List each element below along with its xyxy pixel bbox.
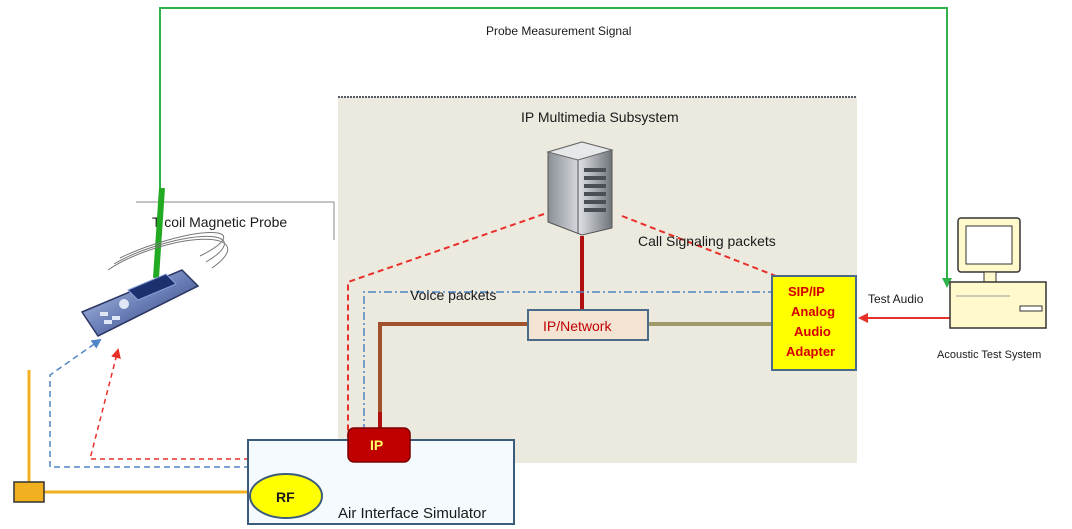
probe-signal-label: Probe Measurement Signal: [486, 24, 631, 38]
adapter-line-1: SIP/IP: [788, 284, 825, 299]
rf-label: RF: [276, 489, 295, 505]
mobile-phone-icon: [80, 231, 229, 337]
adapter-line-4: Adapter: [786, 344, 835, 359]
air-interface-label: Air Interface Simulator: [338, 505, 486, 522]
test-audio-label: Test Audio: [868, 292, 924, 306]
acoustic-label: Acoustic Test System: [937, 349, 1041, 361]
rf-ellipse: [249, 473, 323, 519]
voice-packets-label: Voice packets: [410, 287, 496, 303]
voice-packets-line: [363, 291, 776, 448]
probe-measurement-signal-line: [159, 7, 952, 288]
tcoil-label: T coil Magnetic Probe: [152, 214, 287, 230]
ip-network-label: IP/Network: [543, 318, 612, 334]
adapter-line-2: Analog: [791, 304, 835, 319]
ip-to-network-link: [378, 322, 528, 440]
call-signaling-line-left: [347, 213, 545, 437]
sip-adapter-box: [771, 275, 857, 371]
voice-to-phone-arrow: [49, 338, 250, 468]
rf-connector-icon: [13, 481, 45, 503]
ip-network-box: [527, 309, 649, 341]
tcoil-label-frame: [136, 201, 335, 240]
adapter-line-3: Audio: [794, 324, 831, 339]
computer-icon: [949, 217, 1047, 329]
magnetic-probe-icon: [153, 187, 165, 279]
call-signaling-label: Call Signaling packets: [638, 233, 776, 249]
ims-title: IP Multimedia Subsystem: [521, 109, 679, 125]
ip-box: [347, 427, 411, 463]
call-signaling-line-right: [621, 215, 777, 277]
server-icon: [546, 141, 614, 236]
ip-box-label: IP: [370, 437, 383, 453]
